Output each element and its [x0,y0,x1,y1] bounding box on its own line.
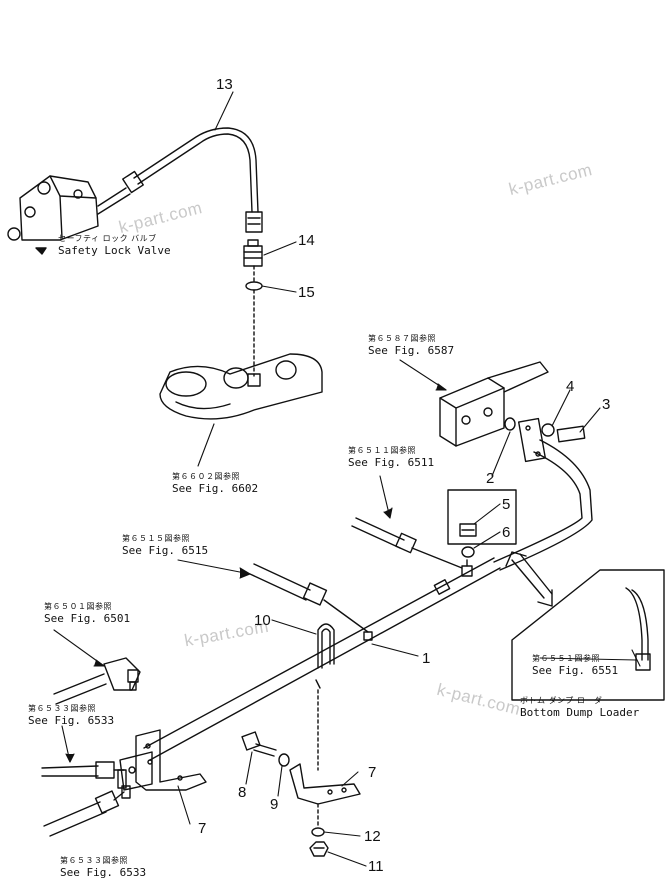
ref-fig-6551: 第６５５１図参照 See Fig. 6551 [532,654,619,677]
washer-12 [311,827,325,837]
ref-fig-6511: 第６５１１図参照 See Fig. 6511 [348,446,435,469]
callout-4: 4 [566,378,575,395]
callout-13: 13 [216,76,233,93]
bracket-7-right [289,763,361,827]
detail-box [447,489,517,545]
hose-6501 [53,657,141,705]
callout-5: 5 [502,496,511,513]
washer-9 [278,753,290,767]
bracket-7-left [135,729,207,791]
ref-safety-lock-valve: セーフティ ロック バルブ Safety Lock Valve [58,234,171,257]
link-arrow [505,551,553,607]
callout-12: 12 [364,828,381,845]
nut-11 [309,841,329,857]
o-ring-15 [245,281,263,291]
hose-6515 [249,563,369,633]
ref-fig-6501: 第６５０１図参照 See Fig. 6501 [44,602,131,625]
inset-box [511,569,665,701]
pipe-1 [143,557,501,761]
ref-fig-6515: 第６５１５図参照 See Fig. 6515 [122,534,209,557]
hose-6533a [41,761,125,779]
callout-15: 15 [298,284,315,301]
ref-fig-6602: 第６６０２図参照 See Fig. 6602 [172,472,259,495]
pipe-upper-right [493,417,593,571]
callout-8: 8 [238,784,247,801]
ref-fig-6533: 第６５３３図参照 See Fig. 6533 [28,704,115,727]
tee-block [117,751,153,799]
callout-9: 9 [270,796,279,813]
hose-6533b [43,790,125,837]
ref-bottom-dump-loader: ボトム ダンプ ローダ Bottom Dump Loader [520,696,640,719]
u-bolt-10 [317,623,335,771]
bolt-8 [241,731,277,757]
valve-block-6587 [439,361,549,447]
fitting-6 [461,559,473,577]
ref-fig-6587: 第６５８７図参照 See Fig. 6587 [368,334,455,357]
callout-6: 6 [502,524,511,541]
callout-3: 3 [602,396,611,413]
manifold-6602 [159,353,323,420]
callout-7: 7 [368,764,377,781]
elbow-14 [243,239,263,267]
callout-2: 2 [486,470,495,487]
callout-1: 1 [422,650,431,667]
safety-lock-valve [7,175,131,255]
callout-11: 11 [368,858,384,875]
ref-fig-6533: 第６５３３図参照 See Fig. 6533 [60,856,147,879]
callout-7: 7 [198,820,207,837]
hose-13 [122,127,263,233]
hose-6511 [351,517,463,569]
callout-14: 14 [298,232,315,249]
callout-10: 10 [254,612,271,629]
